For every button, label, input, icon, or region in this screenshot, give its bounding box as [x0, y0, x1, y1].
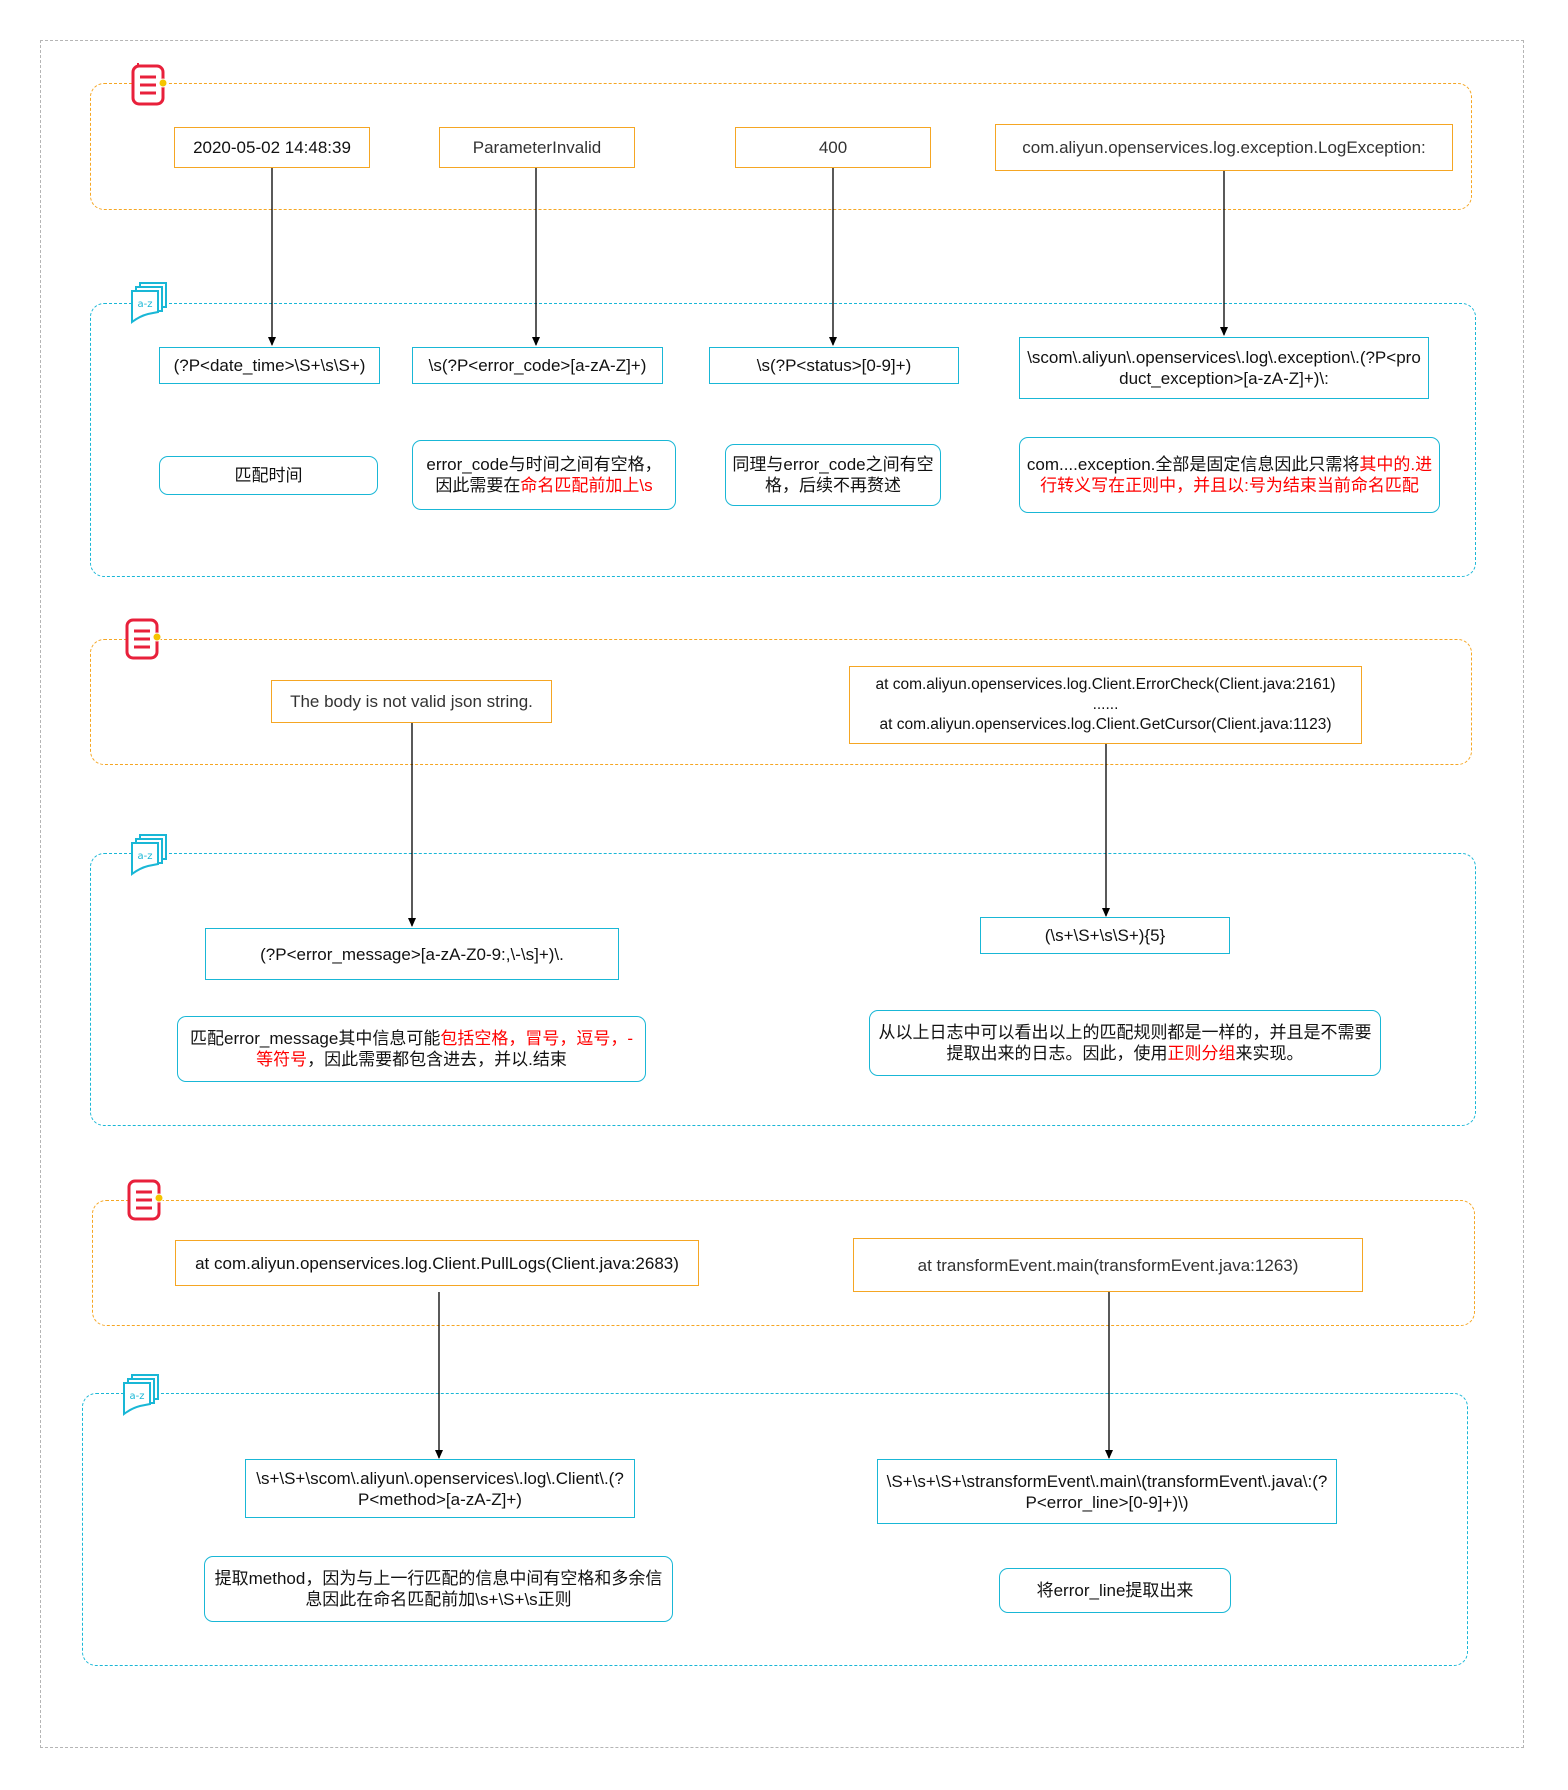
outer-frame — [40, 40, 1524, 1748]
note-method: 提取method，因为与上一行匹配的信息中间有空格和多余信息因此在命名匹配前加\… — [204, 1556, 673, 1622]
note-text: 将error_line提取出来 — [1037, 1580, 1194, 1601]
regex-status: \s(?P<status>[0-9]+) — [709, 347, 959, 384]
regex-group-2 — [90, 853, 1476, 1126]
note-plain-text: 从以上日志中可以看出以上的匹配规则都是一样的，并且是不需要提取出来的日志。因此，… — [878, 1023, 1372, 1063]
regex-method: \s+\S+\scom\.aliyun\.openservices\.log\.… — [245, 1459, 635, 1518]
note-error-code: error_code与时间之间有空格，因此需要在命名匹配前加上\s — [412, 440, 676, 510]
log-document-icon — [125, 618, 162, 660]
note-error-line: 将error_line提取出来 — [999, 1568, 1231, 1613]
note-text: 从以上日志中可以看出以上的匹配规则都是一样的，并且是不需要提取出来的日志。因此，… — [876, 1022, 1374, 1064]
log-field-date-time: 2020-05-02 14:48:39 — [174, 127, 370, 168]
regex-product-exception: \scom\.aliyun\.openservices\.log\.except… — [1019, 337, 1429, 399]
note-plain-text: com....exception.全部是固定信息因此只需将 — [1026, 455, 1360, 474]
note-text: 同理与error_code之间有空格，后续不再赘述 — [732, 454, 934, 496]
a-z-label: a-z — [138, 851, 153, 862]
log-field-status: 400 — [735, 127, 931, 168]
note-plain-text: 来实现。 — [1235, 1044, 1304, 1063]
regex-group-1 — [90, 303, 1476, 577]
log-field-error-line: at transformEvent.main(transformEvent.ja… — [853, 1238, 1363, 1292]
note-text: error_code与时间之间有空格，因此需要在命名匹配前加上\s — [419, 454, 669, 496]
log-field-method: at com.aliyun.openservices.log.Client.Pu… — [175, 1240, 699, 1286]
note-highlight-text: 正则分组 — [1167, 1044, 1236, 1063]
log-group-2 — [90, 639, 1472, 765]
regex-error-line: \S+\s+\S+\stransformEvent\.main\(transfo… — [877, 1459, 1337, 1524]
note-highlight-text: 包括空格，冒号，逗号，-等符号 — [256, 1029, 633, 1069]
note-error-message: 匹配error_message其中信息可能包括空格，冒号，逗号，-等符号，因此需… — [177, 1016, 646, 1082]
note-status: 同理与error_code之间有空格，后续不再赘述 — [725, 444, 941, 506]
log-document-icon — [127, 1179, 164, 1221]
regex-error-code: \s(?P<error_code>[a-zA-Z]+) — [412, 347, 663, 384]
a-z-label: a-z — [138, 299, 153, 310]
note-highlight-text: 命名匹配前加上\s — [520, 476, 653, 495]
note-plain-text: ，因此需要都包含进去，并以.结束 — [307, 1050, 567, 1069]
note-product-exception: com....exception.全部是固定信息因此只需将其中的.进行转义写在正… — [1019, 437, 1440, 513]
a-z-regex-pages-icon: a-z — [123, 1374, 159, 1416]
a-z-regex-pages-icon: a-z — [131, 834, 167, 876]
note-text: com....exception.全部是固定信息因此只需将其中的.进行转义写在正… — [1026, 454, 1433, 496]
log-field-stack-trace: at com.aliyun.openservices.log.Client.Er… — [849, 666, 1362, 744]
log-document-icon — [131, 63, 168, 106]
log-group-1 — [90, 83, 1472, 210]
regex-error-message: (?P<error_message>[a-zA-Z0-9:,\-\s]+)\. — [205, 928, 619, 980]
a-z-regex-pages-icon: a-z — [131, 282, 167, 324]
note-date-time: 匹配时间 — [159, 456, 378, 495]
note-text: 匹配时间 — [235, 465, 303, 486]
note-plain-text: 匹配时间 — [234, 466, 303, 485]
log-field-error-code: ParameterInvalid — [439, 127, 635, 168]
note-plain-text: error_code与时间之间有空格，因此需要在 — [426, 455, 662, 495]
a-z-label: a-z — [130, 1391, 145, 1402]
log-field-exception: com.aliyun.openservices.log.exception.Lo… — [995, 124, 1453, 171]
log-field-error-message: The body is not valid json string. — [271, 680, 552, 723]
note-text: 提取method，因为与上一行匹配的信息中间有空格和多余信息因此在命名匹配前加\… — [211, 1568, 666, 1610]
note-plain-text: 同理与error_code之间有空格，后续不再赘述 — [732, 455, 934, 495]
note-plain-text: 提取method，因为与上一行匹配的信息中间有空格和多余信息因此在命名匹配前加\… — [214, 1569, 663, 1609]
regex-group-3 — [82, 1393, 1468, 1666]
note-stack-group: 从以上日志中可以看出以上的匹配规则都是一样的，并且是不需要提取出来的日志。因此，… — [869, 1010, 1381, 1076]
note-plain-text: 匹配error_message其中信息可能 — [190, 1029, 441, 1048]
log-group-3 — [92, 1200, 1475, 1326]
note-text: 匹配error_message其中信息可能包括空格，冒号，逗号，-等符号，因此需… — [184, 1028, 639, 1070]
regex-date-time: (?P<date_time>\S+\s\S+) — [159, 347, 380, 384]
note-plain-text: 将error_line提取出来 — [1036, 1581, 1194, 1600]
note-highlight-text: 其中的.进行转义写在正则中，并且以:号为结束当前命名匹配 — [1040, 455, 1433, 495]
regex-stack-group: (\s+\S+\s\S+){5} — [980, 917, 1230, 954]
